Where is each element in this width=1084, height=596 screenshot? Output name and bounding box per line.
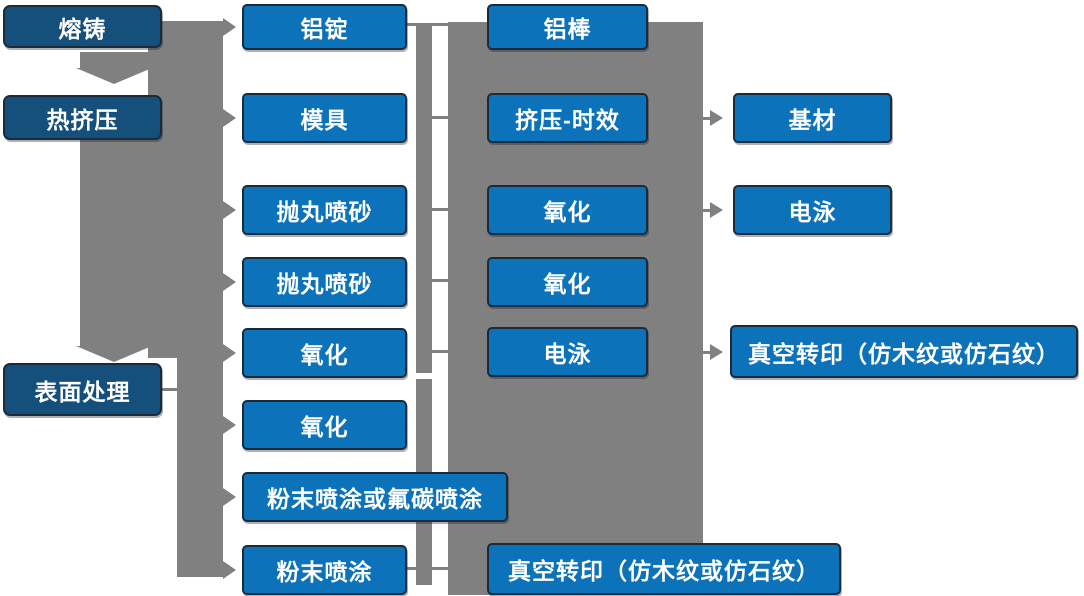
arrow-down-to-surface-treatment-icon <box>76 346 152 362</box>
flow-aluminum-rod: 铝棒 <box>487 4 648 50</box>
stage-hot-extrusion: 热挤压 <box>3 95 162 140</box>
line-to-electrophoresis-out <box>698 209 710 212</box>
output-electrophoresis: 电泳 <box>733 185 892 235</box>
input-shot-blasting-1: 抛丸喷砂 <box>242 185 407 235</box>
connector-left-block <box>148 21 223 358</box>
flow-vacuum-transfer-print: 真空转印（仿木纹或仿石纹） <box>487 543 841 595</box>
arrow-right-to-electrophoresis-icon <box>710 202 723 218</box>
arrow-right-to-shot-blasting-1-icon <box>223 201 236 219</box>
input-powder-or-fluorocarbon-coating: 粉末喷涂或氟碳喷涂 <box>242 472 508 522</box>
flow-electrophoresis: 电泳 <box>487 327 648 377</box>
line-to-vacuum-transfer-out <box>698 351 710 354</box>
connector-middle-bar-upper <box>416 23 432 373</box>
arrow-right-to-vacuum-transfer-icon <box>710 344 723 360</box>
tie-vacuum-transfer-bottom <box>407 567 488 570</box>
stage-surface-treatment: 表面处理 <box>3 363 162 416</box>
arrow-right-to-powder-fluorocarbon-icon <box>223 488 236 506</box>
arrow-right-to-mold-icon <box>223 109 236 127</box>
arrow-right-to-aluminum-ingot-icon <box>223 18 236 36</box>
tie-aluminum-ingot <box>407 23 448 26</box>
connector-left-trunk <box>177 358 223 577</box>
arrow-right-to-substrate-icon <box>710 110 723 126</box>
input-oxidation-1: 氧化 <box>242 328 407 378</box>
arrow-right-to-powder-coating-icon <box>223 561 236 579</box>
tie-electrophoresis-row <box>428 350 450 353</box>
connector-surface-treatment-stub <box>162 388 177 391</box>
tie-mold <box>428 116 450 119</box>
arrow-right-to-oxidation-2-icon <box>223 416 236 434</box>
connector-stage1-to-stage2 <box>80 52 148 68</box>
input-shot-blasting-2: 抛丸喷砂 <box>242 257 407 307</box>
arrow-right-to-shot-blasting-2-icon <box>223 273 236 291</box>
input-aluminum-ingot: 铝锭 <box>242 4 407 50</box>
line-to-substrate <box>698 117 710 120</box>
flow-oxidation-2: 氧化 <box>487 257 648 307</box>
input-mold: 模具 <box>242 93 407 143</box>
connector-stage2-to-stage3 <box>80 140 148 346</box>
tie-shot-blasting-2 <box>428 279 450 282</box>
tie-shot-blasting-1 <box>428 208 450 211</box>
flow-oxidation-1: 氧化 <box>487 185 648 235</box>
arrow-down-to-hot-extrusion-icon <box>76 68 152 84</box>
flow-extrusion-aging: 挤压-时效 <box>487 93 648 143</box>
arrow-right-to-oxidation-1-icon <box>223 344 236 362</box>
output-vacuum-transfer-print: 真空转印（仿木纹或仿石纹） <box>730 325 1078 378</box>
input-powder-coating: 粉末喷涂 <box>242 545 407 595</box>
input-oxidation-2: 氧化 <box>242 400 407 450</box>
output-substrate: 基材 <box>733 93 892 143</box>
stage-melting-casting: 熔铸 <box>3 5 162 48</box>
